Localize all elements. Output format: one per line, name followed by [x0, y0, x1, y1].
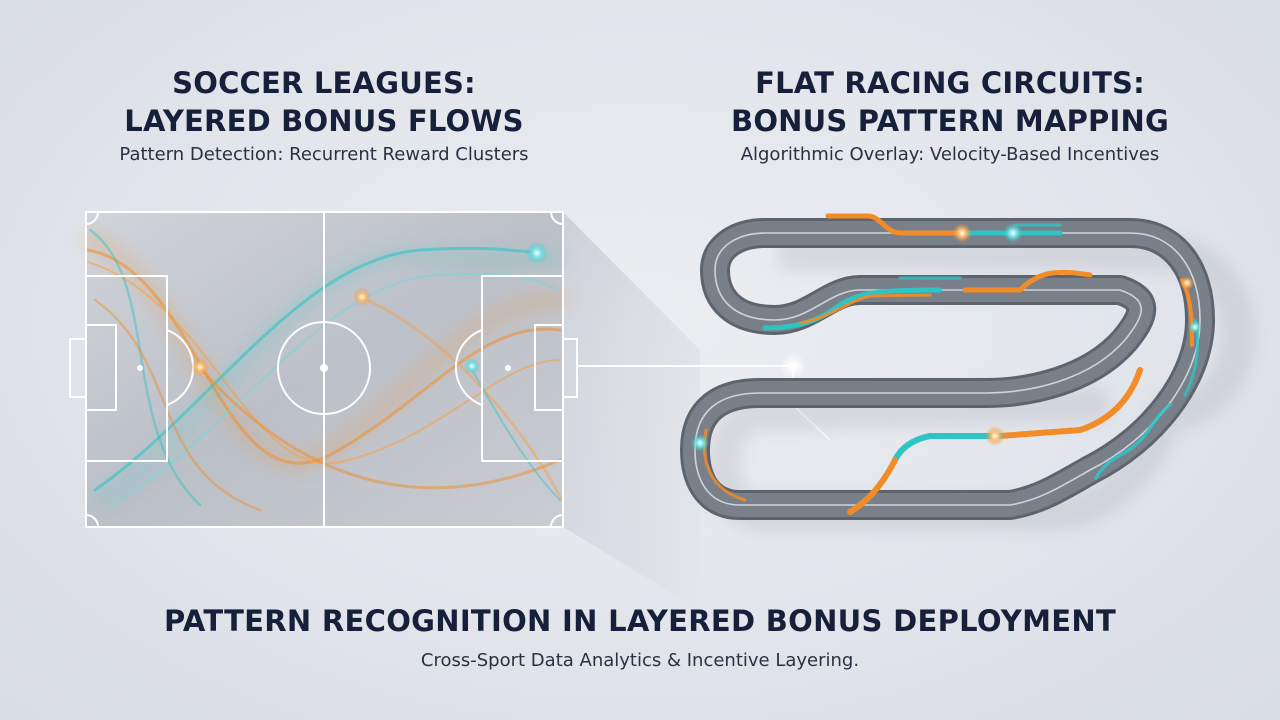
- center-circle: [277, 321, 371, 415]
- right-penalty-arc: [455, 329, 483, 406]
- corner-arc-bl: [85, 514, 99, 528]
- racing-track: [680, 213, 1255, 531]
- track-node-teal-right: [1188, 320, 1202, 334]
- racing-subtitle: Algorithmic Overlay: Velocity-Based Ince…: [740, 144, 1160, 165]
- racing-title: FLAT RACING CIRCUITS: BONUS PATTERN MAPP…: [650, 64, 1250, 140]
- right-penalty-spot: [505, 365, 511, 371]
- soccer-title-line-2: LAYERED BONUS FLOWS: [124, 104, 524, 138]
- soccer-title: SOCCER LEAGUES: LAYERED BONUS FLOWS: [24, 64, 624, 140]
- racing-title-line-2: BONUS PATTERN MAPPING: [731, 104, 1169, 138]
- track-node-teal-left: [691, 434, 709, 452]
- soccer-title-line-1: SOCCER LEAGUES:: [172, 66, 476, 100]
- left-penalty-spot: [137, 365, 143, 371]
- soccer-flow-ribbons: [79, 228, 569, 512]
- left-goal: [69, 338, 87, 398]
- track-loop: [680, 218, 1215, 520]
- track-node-teal-top: [1003, 223, 1023, 243]
- track-node-orange-mid: [985, 426, 1005, 446]
- footer-subtitle: Cross-Sport Data Analytics & Incentive L…: [420, 650, 860, 671]
- track-node-orange-right: [1180, 276, 1194, 290]
- center-spot: [320, 364, 328, 372]
- soccer-node-orange-mid: [353, 288, 371, 306]
- soccer-subtitle: Pattern Detection: Recurrent Reward Clus…: [119, 144, 529, 165]
- corner-arc-tr: [550, 211, 564, 225]
- soccer-node-orange-left: [191, 358, 209, 376]
- corner-arc-tl: [85, 211, 99, 225]
- right-goal: [562, 338, 578, 398]
- racing-title-line-1: FLAT RACING CIRCUITS:: [755, 66, 1145, 100]
- track-node-orange-top: [952, 223, 972, 243]
- pitch-lines: [69, 211, 578, 528]
- track-shadow: [706, 237, 1255, 531]
- footer-title: PATTERN RECOGNITION IN LAYERED BONUS DEP…: [163, 604, 1117, 638]
- soccer-pitch: [69, 211, 700, 610]
- soccer-node-teal-top: [526, 242, 548, 264]
- corner-arc-br: [550, 514, 564, 528]
- velocity-streaks: [702, 213, 1200, 515]
- pitch-shadow: [563, 212, 700, 610]
- soccer-node-teal-right: [464, 358, 480, 374]
- track-lane-marking: [694, 232, 1201, 506]
